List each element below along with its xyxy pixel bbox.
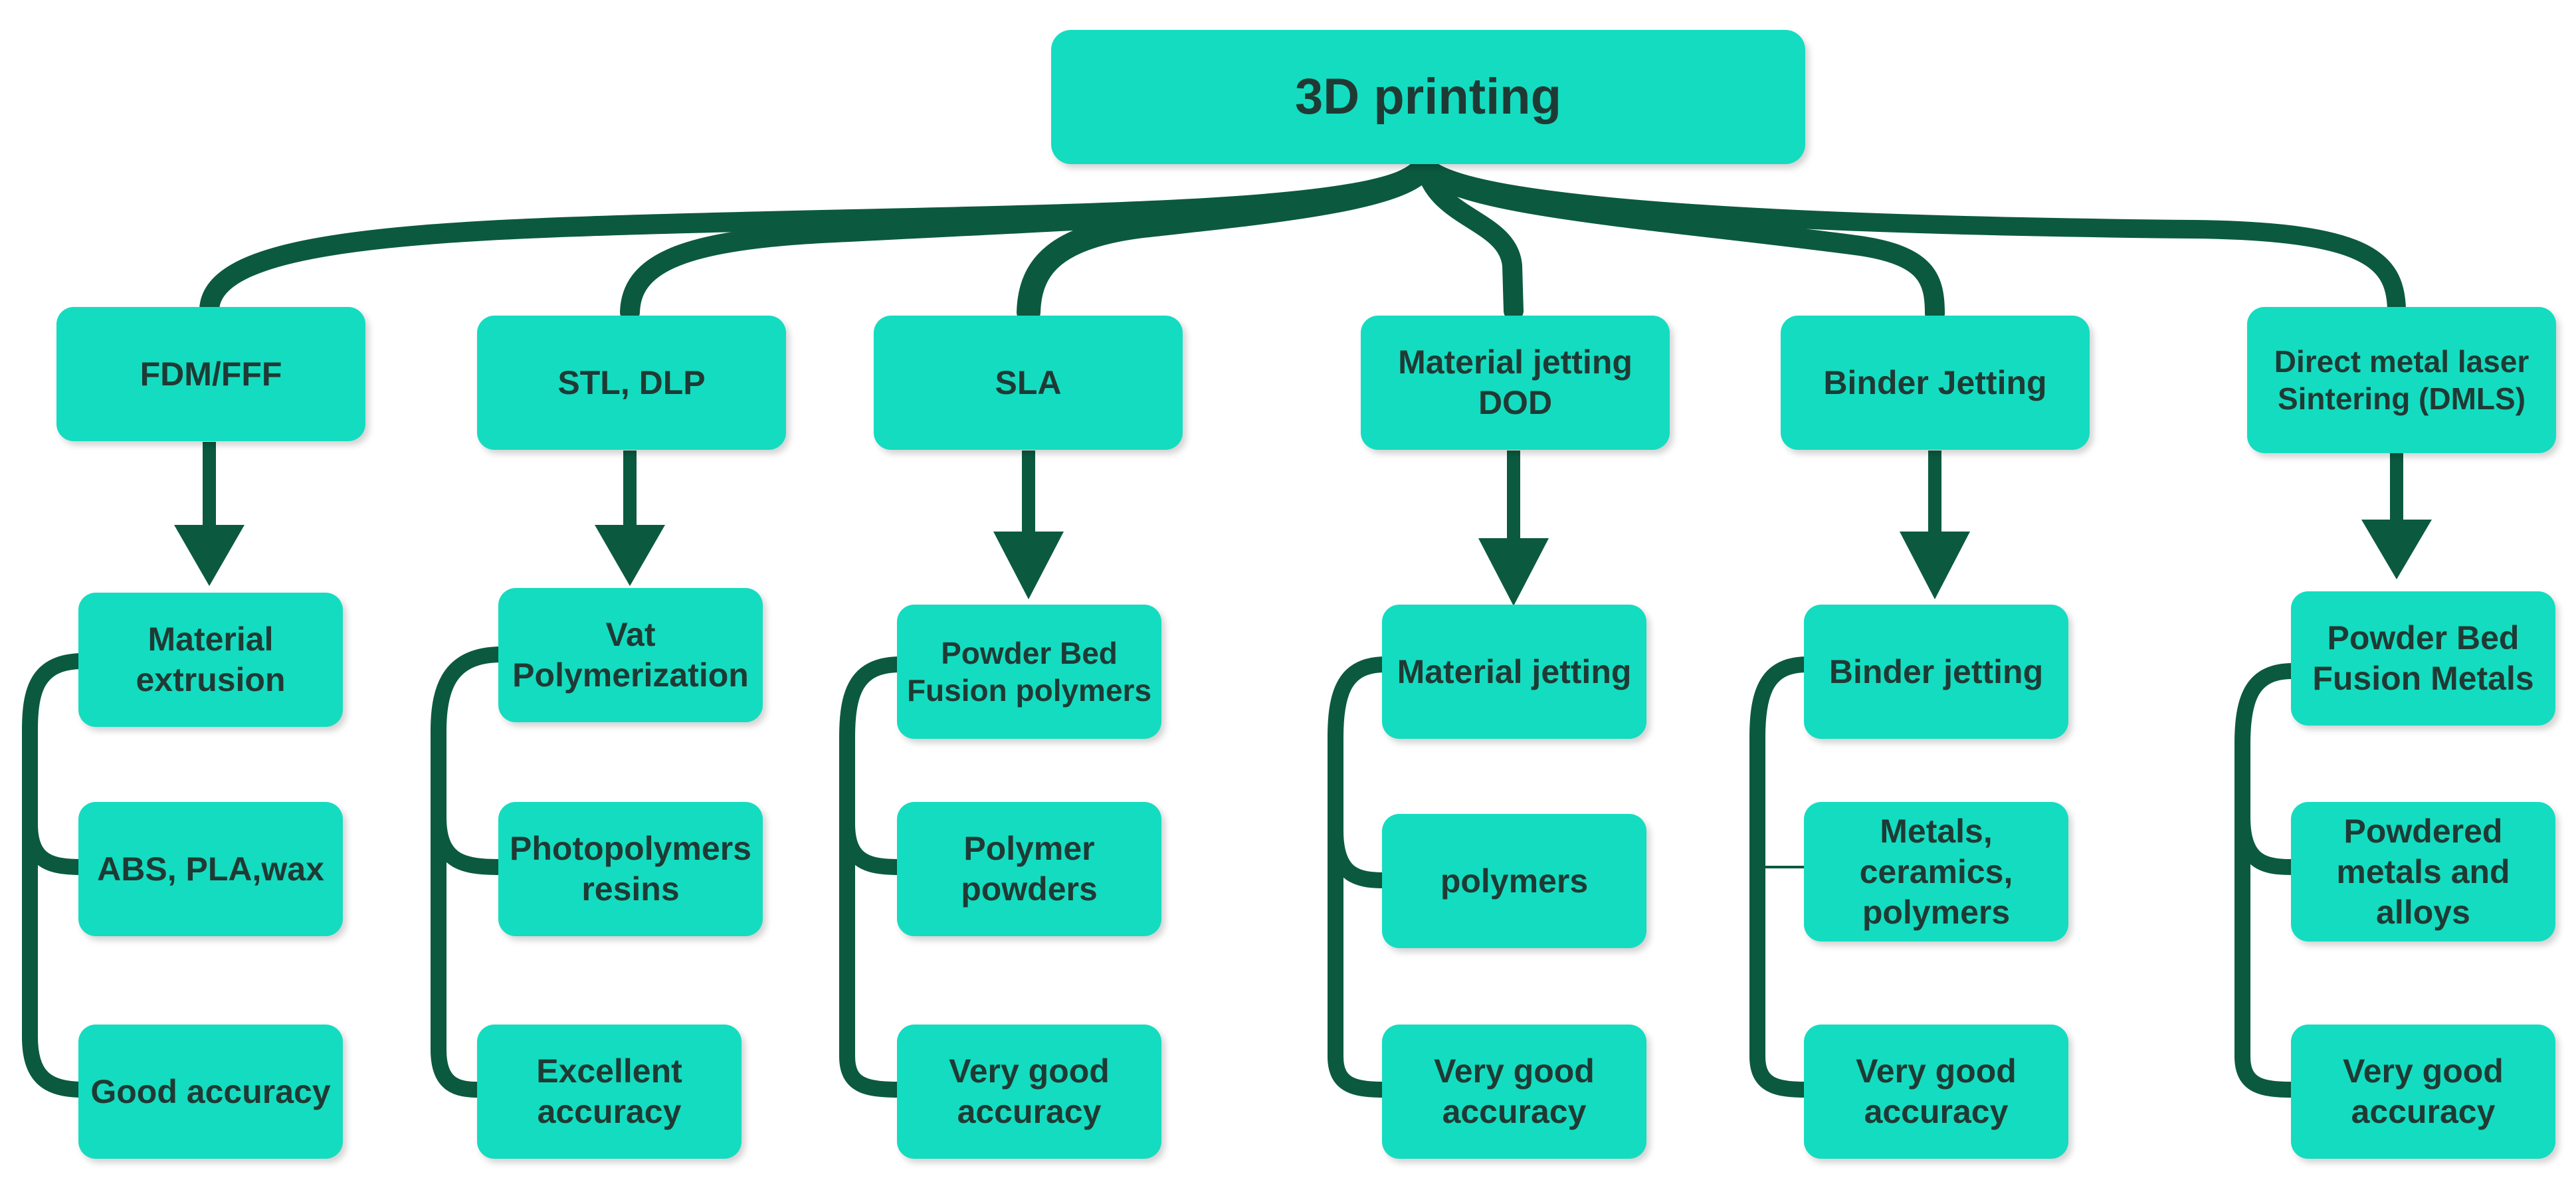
category-node-powder-bed-fusion-polymers: Powder Bed Fusion polymers [897, 605, 1161, 739]
arrow-dod-head [1478, 538, 1549, 606]
arrow-dmls-head [2361, 520, 2432, 579]
bracket-binder [1749, 656, 1815, 1098]
category-node-binder-jetting: Binder jetting [1804, 605, 2068, 739]
accuracy-node-material-jetting: Very good accuracy [1382, 1025, 1646, 1159]
material-node-binder-jetting: Metals, ceramics, polymers [1804, 802, 2068, 941]
connector-root-to-dmls [1416, 155, 2406, 318]
accuracy-node-stl-dlp: Excellent accuracy [477, 1025, 742, 1159]
material-node-fdm: ABS, PLA,wax [78, 802, 343, 936]
accuracy-node-fdm: Good accuracy [78, 1025, 343, 1159]
material-node-stl-dlp: Photopolymers resins [498, 802, 763, 936]
bracket-dmls [2234, 663, 2300, 1098]
material-node-sla: Polymer powders [897, 802, 1161, 936]
material-node-dmls: Powdered metals and alloys [2291, 802, 2555, 941]
category-node-powder-bed-fusion-metals: Powder Bed Fusion Metals [2291, 591, 2555, 726]
method-node-sla: SLA [874, 316, 1183, 450]
category-node-vat-polymerization: Vat Polymerization [498, 588, 763, 722]
method-node-material-jetting-dod: Material jetting DOD [1361, 316, 1670, 450]
accuracy-node-binder-jetting: Very good accuracy [1804, 1025, 2068, 1159]
arrow-stl-head [595, 525, 665, 586]
arrow-sla-head [993, 532, 1064, 599]
method-node-stl-dlp: STL, DLP [477, 316, 786, 450]
bracket-dod [1328, 656, 1393, 1098]
method-node-dmls: Direct metal laser Sintering (DMLS) [2247, 307, 2556, 453]
method-node-binder-jetting: Binder Jetting [1781, 316, 2090, 450]
bracket-stl [431, 646, 510, 1098]
root-node: 3D printing [1051, 30, 1805, 164]
arrow-binder-head [1900, 532, 1970, 599]
accuracy-node-dmls: Very good accuracy [2291, 1025, 2555, 1159]
connector-root-to-sla [1017, 153, 1437, 324]
category-node-material-extrusion: Material extrusion [78, 593, 343, 727]
bracket-fdm [22, 653, 91, 1098]
arrow-fdm-head [174, 525, 245, 586]
material-node-material-jetting: polymers [1382, 814, 1646, 948]
category-node-material-jetting: Material jetting [1382, 605, 1646, 739]
accuracy-node-sla: Very good accuracy [897, 1025, 1161, 1159]
method-node-fdm: FDM/FFF [56, 307, 365, 441]
bracket-sla [839, 656, 908, 1098]
